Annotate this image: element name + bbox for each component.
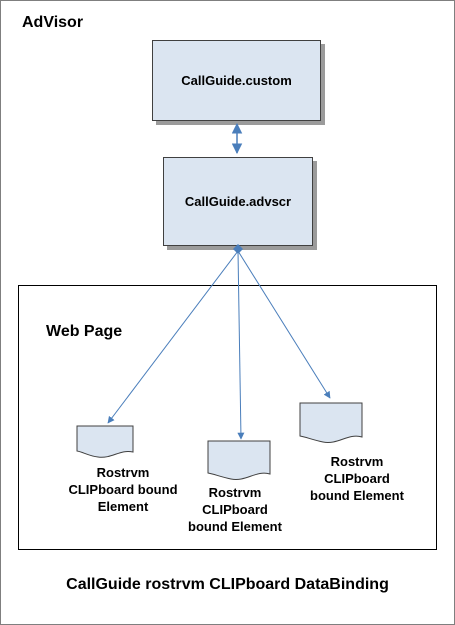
element-1-line-3: Element [97,499,149,514]
callguide-custom-label: CallGuide.custom [181,73,292,88]
element-2-line-3: bound Element [188,519,282,534]
element-1-label: Rostrvm CLIPboard bound Element [48,464,198,515]
advisor-title: AdVisor [22,14,84,31]
document-icon-1 [76,425,134,458]
element-3-label: Rostrvm CLIPboard bound Element [292,453,422,504]
connector-origin-diamond [233,244,243,254]
callguide-advscr-box: CallGuide.advscr [163,157,313,246]
arrow-to-element-1 [107,250,239,424]
element-2-label: Rostrvm CLIPboard bound Element [170,484,300,535]
web-page-title: Web Page [46,323,123,340]
callguide-custom-box: CallGuide.custom [152,40,321,121]
element-2-line-2: CLIPboard [202,502,268,517]
arrow-to-element-3 [237,250,331,399]
arrow-to-element-2 [237,250,245,440]
element-2-line-1: Rostrvm [208,485,262,500]
element-3-line-2: CLIPboard [324,471,390,486]
element-1-line-1: Rostrvm [96,465,150,480]
element-1-line-2: CLIPboard bound [68,482,178,497]
diagram-caption: CallGuide rostrvm CLIPboard DataBinding [66,576,389,593]
element-3-line-3: bound Element [310,488,404,503]
web-page-group [18,285,437,550]
callguide-advscr-label: CallGuide.advscr [184,194,292,209]
document-icon-2 [207,440,271,480]
document-icon-3 [299,402,363,443]
element-3-line-1: Rostrvm [330,454,384,469]
